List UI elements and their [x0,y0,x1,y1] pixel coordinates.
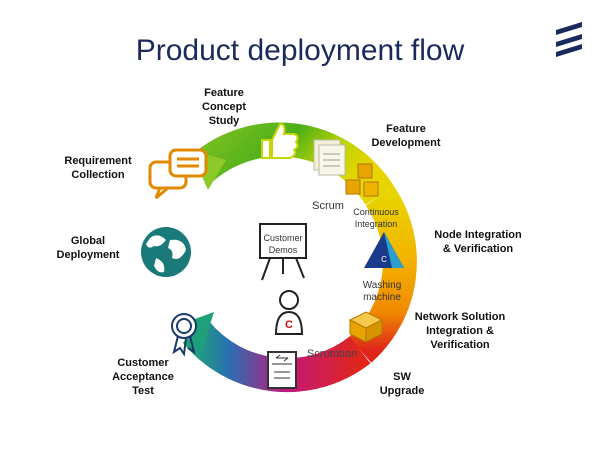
globe-icon [141,227,191,277]
label-requirement-collection: Requirement Collection [64,155,132,181]
person-letter: C [285,319,293,331]
label-customer-demos: Customer Demos [263,233,303,255]
label-global-deployment: Global Deployment [56,235,120,261]
label-washing-machine: Washing machine [362,280,402,303]
label-customer-acceptance: Customer Acceptance Test [112,357,174,397]
page-title: Product deployment flow [135,34,465,67]
document-stack-icon [313,139,346,176]
label-feature-development: Feature Development [371,123,441,149]
label-sw-upgrade: SW Upgrade [379,371,425,397]
label-network-solution: Network Solution Integration & Verificat… [414,311,506,351]
label-feature-concept: Feature Concept Study [202,87,246,127]
speech-bubbles-icon [148,148,208,200]
pyramid-letter: C [381,255,387,264]
easel-icon [259,223,307,281]
pyramid-icon: C [364,232,404,268]
thumbs-up-icon [261,122,299,159]
person-icon: C [274,290,304,335]
open-box-icon [348,311,384,343]
label-scrum: Scrum [312,200,344,212]
company-logo [556,22,582,57]
award-icon [171,313,197,357]
label-node-integration: Node Integration & Verification [434,229,522,255]
label-continuous-integration: Continuous Integration [353,207,399,229]
boxes-icon [345,163,379,197]
scrumban-board-icon [267,351,297,389]
label-scrumban: Scrumban [306,348,358,360]
